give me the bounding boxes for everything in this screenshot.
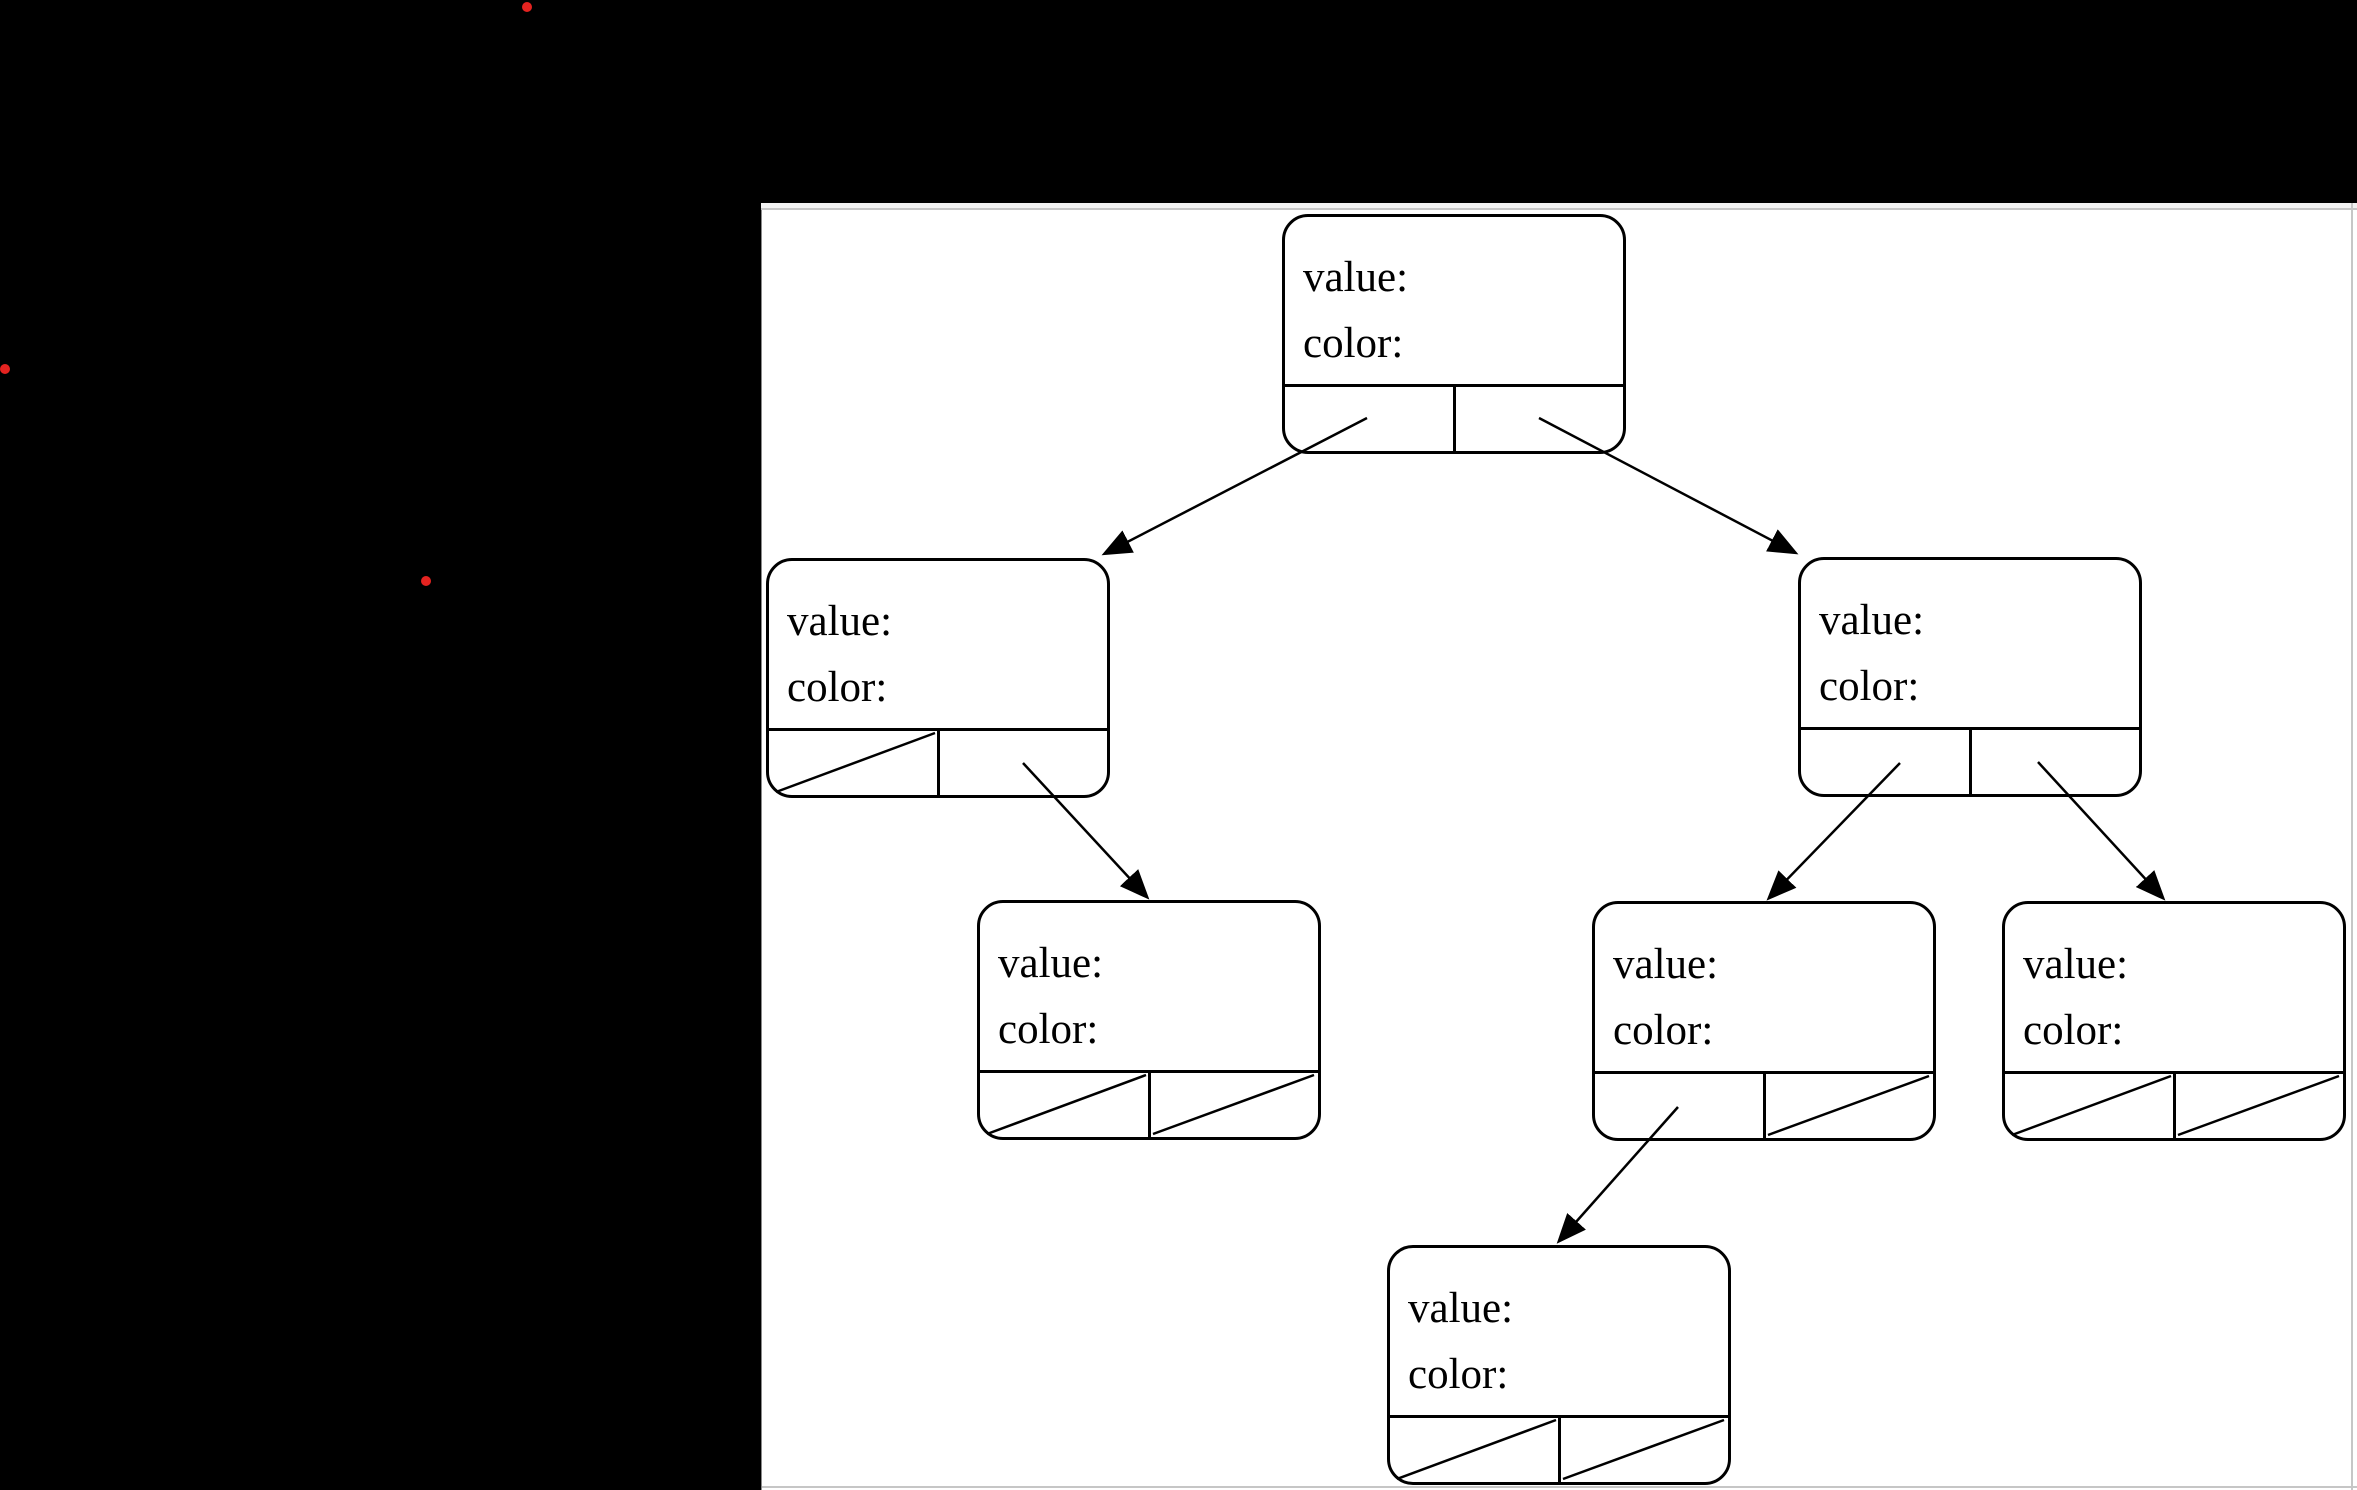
color-label: color: (1819, 663, 1920, 710)
left-pointer-cell (980, 1073, 1151, 1137)
color-label: color: (787, 664, 888, 711)
null-pointer-slash (2177, 1074, 2340, 1137)
node-label-block: value: color: (769, 561, 1107, 728)
node-label-block: value: color: (1801, 560, 2139, 727)
color-label: color: (1408, 1351, 1509, 1398)
node-label-block: value: color: (2005, 904, 2343, 1071)
panel-top-border (761, 203, 2357, 210)
tree-node-right-child: value: color: (1798, 557, 2142, 797)
pointer-cells (2005, 1071, 2343, 1138)
tree-node-root: value: color: (1282, 214, 1626, 454)
left-pointer-cell (1285, 387, 1456, 451)
pointer-cells (980, 1070, 1318, 1137)
color-label: color: (1613, 1007, 1714, 1054)
node-label-block: value: color: (1285, 217, 1623, 384)
value-label: value: (2023, 941, 2129, 988)
pointer-cells (769, 728, 1107, 795)
tree-node-left-child: value: color: (766, 558, 1110, 798)
pointer-cells (1595, 1071, 1933, 1138)
value-label: value: (1408, 1285, 1514, 1332)
red-cursor-dot (421, 576, 431, 586)
value-label: value: (787, 598, 893, 645)
null-pointer-slash (2011, 1074, 2172, 1137)
node-label-block: value: color: (1595, 904, 1933, 1071)
left-pointer-cell (1595, 1074, 1766, 1138)
pointer-cells (1285, 384, 1623, 451)
color-label: color: (998, 1006, 1099, 1053)
null-pointer-slash (1396, 1418, 1557, 1481)
pointer-cells (1801, 727, 2139, 794)
value-label: value: (998, 940, 1104, 987)
tree-node-right-left-grandchild: value: color: (1592, 901, 1936, 1141)
left-pointer-cell (769, 731, 940, 795)
value-label: value: (1613, 941, 1719, 988)
panel-right-border (2351, 203, 2353, 1490)
panel-bottom-border (762, 1486, 2357, 1488)
tree-edge-left-child-right (1022, 762, 1150, 900)
node-label-block: value: color: (1390, 1248, 1728, 1415)
red-cursor-dot (0, 364, 10, 374)
null-pointer-slash (775, 731, 936, 794)
value-label: value: (1819, 597, 1925, 644)
left-pointer-cell (2005, 1074, 2176, 1138)
pointer-cells (1390, 1415, 1728, 1482)
tree-edge-right-left-grandchild-left (1556, 1106, 1679, 1244)
null-pointer-slash (986, 1073, 1147, 1136)
tree-node-right-left-left-greatgrandchild: value: color: (1387, 1245, 1731, 1485)
null-pointer-slash (1152, 1073, 1315, 1136)
color-label: color: (2023, 1007, 2124, 1054)
tree-node-right-right-grandchild: value: color: (2002, 901, 2346, 1141)
null-pointer-slash (1767, 1074, 1930, 1137)
node-label-block: value: color: (980, 903, 1318, 1070)
tree-edge-right-child-left (1766, 762, 1901, 901)
tree-edge-root-left (1101, 416, 1368, 556)
left-pointer-cell (1390, 1418, 1561, 1482)
value-label: value: (1303, 254, 1409, 301)
tree-node-left-right-grandchild: value: color: (977, 900, 1321, 1140)
tree-edge-root-right (1538, 416, 1799, 555)
color-label: color: (1303, 320, 1404, 367)
left-pointer-cell (1801, 730, 1972, 794)
red-cursor-dot (522, 2, 532, 12)
tree-edge-right-child-right (2037, 761, 2166, 901)
null-pointer-slash (1562, 1418, 1725, 1481)
